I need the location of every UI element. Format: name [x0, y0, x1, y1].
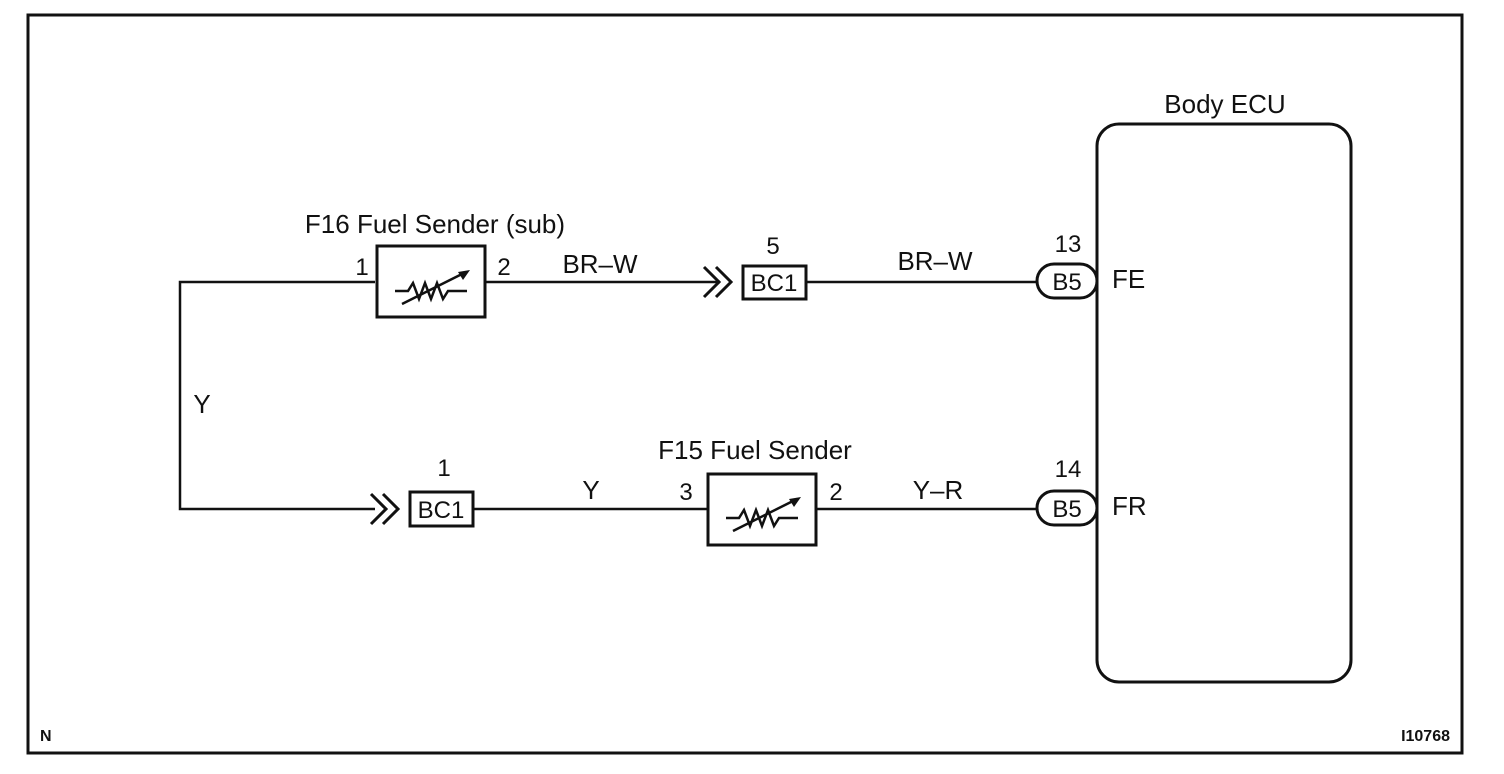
- b5-bottom-label: B5: [1052, 496, 1081, 523]
- f15-pin-right: 2: [829, 479, 842, 506]
- body-ecu-label: Body ECU: [1164, 89, 1285, 119]
- b5-bottom-box: [1035, 489, 1099, 527]
- bc1-bottom-label: BC1: [418, 497, 465, 524]
- bc1-top-chevron-icon: [702, 265, 734, 299]
- bc1-bottom-pin: 1: [437, 455, 450, 482]
- f15-sender-box: [706, 472, 818, 547]
- b5-top-box: [1035, 262, 1099, 300]
- f16-pin-right: 2: [497, 254, 510, 281]
- bc1-bottom-chevron-icon: [369, 492, 401, 526]
- wire-label-top-left: BR–W: [562, 249, 638, 279]
- corner-letter: N: [40, 728, 52, 745]
- diagram-frame: [26, 13, 1464, 755]
- bc1-bottom-box: [408, 490, 475, 528]
- f16-pin-left: 1: [355, 254, 368, 281]
- f15-pin-left: 3: [679, 479, 692, 506]
- bc1-top-label: BC1: [751, 270, 798, 297]
- bc1-top-box: [741, 264, 808, 301]
- wire-y-loop: [178, 280, 375, 511]
- ecu-terminal-fr: FR: [1112, 491, 1147, 521]
- b5-top-label: B5: [1052, 269, 1081, 296]
- figure-code: I10768: [1401, 728, 1450, 745]
- b5-top-pin: 13: [1055, 231, 1082, 258]
- wire-label-bottom-mid: Y: [582, 475, 599, 505]
- f15-variable-resistor-icon: [726, 497, 801, 533]
- f16-variable-resistor-icon: [395, 270, 470, 306]
- wire-label-top-right: BR–W: [897, 246, 973, 276]
- body-ecu-box: [1095, 122, 1353, 684]
- f16-label: F16 Fuel Sender (sub): [305, 209, 565, 239]
- f16-sender-box: [375, 244, 487, 319]
- f15-label: F15 Fuel Sender: [658, 435, 852, 465]
- bc1-top-pin: 5: [766, 233, 779, 260]
- b5-bottom-pin: 14: [1055, 456, 1082, 483]
- wire-label-vertical: Y: [193, 389, 210, 419]
- wire-label-bottom-right: Y–R: [913, 475, 964, 505]
- ecu-terminal-fe: FE: [1112, 264, 1145, 294]
